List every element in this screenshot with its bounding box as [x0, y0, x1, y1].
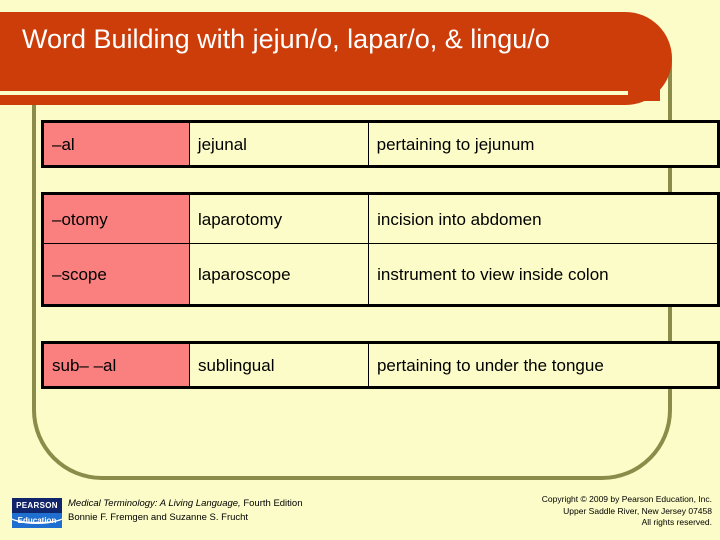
table-row: –al jejunal pertaining to jejunum [42, 121, 720, 167]
page-title: Word Building with jejun/o, lapar/o, & l… [22, 24, 550, 54]
copyright-line-2: Upper Saddle River, New Jersey 07458 [563, 505, 712, 516]
cell-suffix: sub– –al [42, 342, 190, 388]
citation-title: Medical Terminology: A Living Language, [68, 498, 241, 509]
word-building-table-2: –otomy laparotomy incision into abdomen … [41, 192, 720, 307]
citation-authors: Bonnie F. Fremgen and Suzanne S. Frucht [68, 512, 249, 523]
slide-footer: PEARSON Education Medical Terminology: A… [0, 492, 720, 540]
cell-term: laparoscope [188, 243, 370, 306]
cell-suffix: –scope [42, 243, 190, 306]
cell-suffix: –al [42, 121, 190, 167]
citation-title-line: Medical Terminology: A Living Language, … [68, 497, 303, 511]
cell-term: jejunal [188, 121, 369, 167]
cell-term: laparotomy [188, 193, 370, 244]
citation-edition: Fourth Edition [240, 498, 303, 509]
logo-swoosh-icon [12, 506, 62, 524]
pearson-education-logo: PEARSON Education [12, 498, 62, 528]
cell-term: sublingual [188, 342, 369, 388]
table-row: –scope laparoscope instrument to view in… [42, 243, 719, 306]
cell-meaning: incision into abdomen [368, 193, 719, 244]
table-row: sub– –al sublingual pertaining to under … [42, 342, 720, 388]
book-citation: Medical Terminology: A Living Language, … [68, 497, 303, 525]
cell-suffix: –otomy [42, 193, 190, 244]
copyright-line-1: Copyright © 2009 by Pearson Education, I… [541, 494, 712, 504]
word-building-table-1: –al jejunal pertaining to jejunum [41, 120, 720, 168]
copyright-notice: Copyright © 2009 by Pearson Education, I… [542, 494, 712, 529]
cell-meaning: instrument to view inside colon [368, 243, 719, 306]
table-row: –otomy laparotomy incision into abdomen [42, 193, 719, 244]
banner-underline-inner [0, 91, 628, 95]
copyright-line-3: All rights reserved. [641, 517, 712, 527]
cell-meaning: pertaining to jejunum [367, 121, 720, 167]
word-building-table-3: sub– –al sublingual pertaining to under … [41, 341, 720, 389]
cell-meaning: pertaining to under the tongue [367, 342, 720, 388]
